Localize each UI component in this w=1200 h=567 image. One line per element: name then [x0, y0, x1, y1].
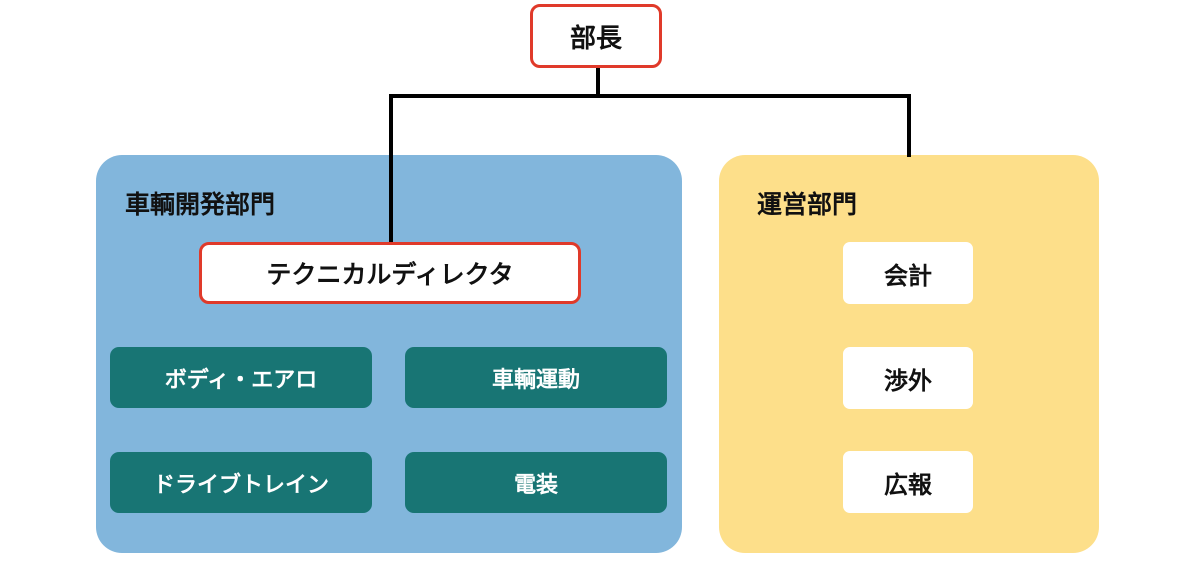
unit-drivetrain: ドライブトレイン	[110, 452, 372, 513]
unit-electrical-label: 電装	[513, 472, 558, 498]
vehicle-dept-title: 車輌開発部門	[125, 190, 276, 219]
unit-public-relations-label: 広報	[884, 470, 932, 499]
unit-public-relations: 広報	[843, 451, 973, 513]
technical-director-box: テクニカルディレクタ	[199, 242, 581, 304]
head-box: 部長	[530, 4, 662, 68]
unit-vehicle-dynamics-label: 車輌運動	[491, 367, 580, 393]
unit-body-aero-label: ボディ・エアロ	[164, 367, 318, 393]
unit-drivetrain-label: ドライブトレイン	[152, 472, 329, 498]
unit-body-aero: ボディ・エアロ	[110, 347, 372, 408]
unit-external-relations-label: 渉外	[884, 366, 932, 395]
operations-dept-title: 運営部門	[757, 190, 858, 219]
unit-vehicle-dynamics: 車輌運動	[405, 347, 667, 408]
unit-external-relations: 渉外	[843, 347, 973, 409]
technical-director-label: テクニカルディレクタ	[266, 260, 514, 289]
unit-electrical: 電装	[405, 452, 667, 513]
unit-accounting-label: 会計	[884, 261, 932, 290]
unit-accounting: 会計	[843, 242, 973, 304]
head-label: 部長	[569, 23, 622, 54]
